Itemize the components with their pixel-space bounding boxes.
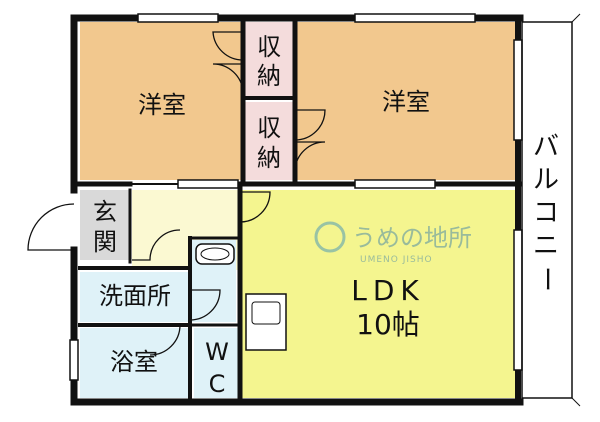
ldk-size-label: 10帖 <box>356 308 420 341</box>
wc-fill <box>194 328 238 398</box>
entrance-label-top: 玄 <box>93 198 117 226</box>
western-room-2-label: 洋室 <box>382 88 430 116</box>
balcony-char: ル <box>533 165 559 195</box>
balcony-char: ー <box>531 266 561 292</box>
balcony-fill <box>520 22 572 398</box>
balcony-char: バ <box>533 132 559 162</box>
storage-2-label-top: 収 <box>257 114 281 142</box>
entrance-fill <box>80 190 130 260</box>
windows <box>69 13 523 381</box>
western-room-2-fill <box>296 22 516 180</box>
western-room-1-label: 洋室 <box>138 91 186 119</box>
storage-1-label-top: 収 <box>257 33 281 61</box>
storage-1-fill <box>245 22 293 96</box>
balcony-label: バ ル コ ニ ー <box>531 132 561 292</box>
doors <box>27 31 326 356</box>
washroom-fill <box>80 272 190 322</box>
sink-basin-icon <box>251 301 281 325</box>
ldk-name-label: LDK <box>351 274 425 307</box>
bathroom-fill <box>80 328 188 398</box>
watermark-name: うめの地所 <box>352 224 472 252</box>
wc-label-top: W <box>205 338 229 366</box>
storage-1-label-bottom: 納 <box>257 62 281 90</box>
bathroom-label: 浴室 <box>110 348 158 376</box>
watermark-logo-icon <box>314 221 346 253</box>
watermark: うめの地所 UMENO JISHO <box>314 221 472 265</box>
balcony-char: ニ <box>533 231 559 261</box>
wc-label-bottom: C <box>209 370 226 398</box>
western-room-1-fill <box>80 22 242 180</box>
balcony-char: コ <box>533 198 559 228</box>
washroom-label: 洗面所 <box>99 282 171 310</box>
entrance-label-bottom: 関 <box>93 228 117 256</box>
watermark-romaji: UMENO JISHO <box>360 255 433 265</box>
ldk-fill <box>242 190 516 398</box>
balcony-rail <box>521 21 573 399</box>
storage-2-label-bottom: 納 <box>257 144 281 172</box>
washbasin-icon <box>195 243 235 265</box>
basin-bowl-icon <box>200 247 230 261</box>
storage-2-fill <box>245 102 293 180</box>
